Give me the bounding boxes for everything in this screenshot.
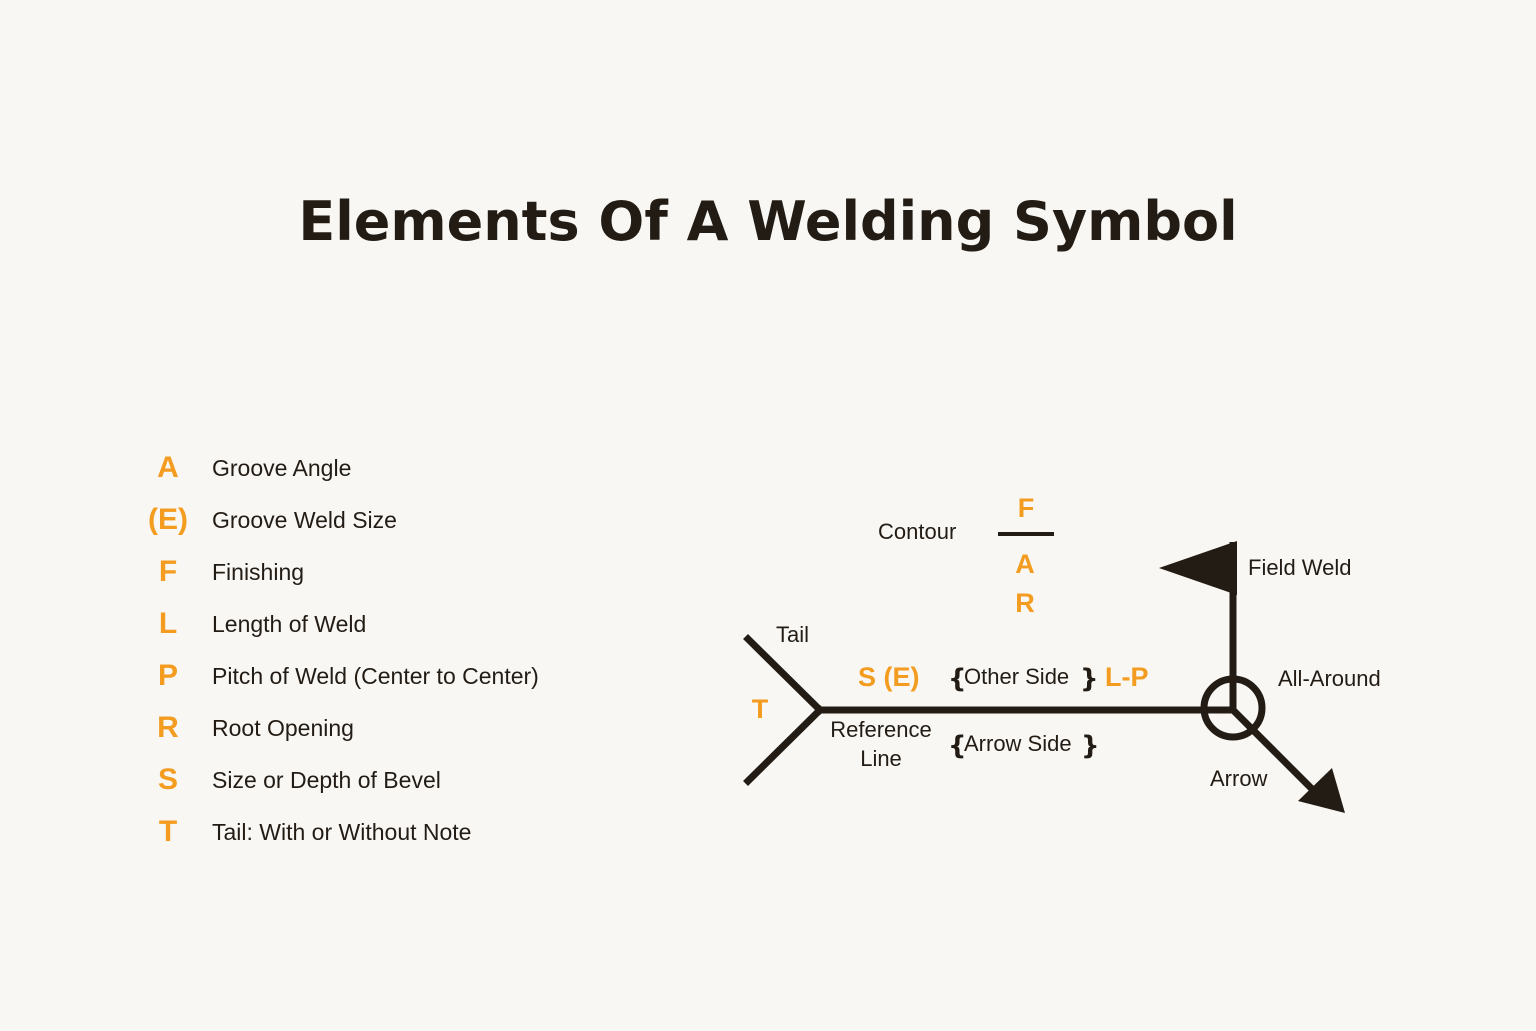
legend-key: (E) [148, 503, 188, 536]
legend-label: Length of Weld [212, 611, 367, 637]
brace-open-icon: { [948, 664, 967, 694]
legend-label: Pitch of Weld (Center to Center) [212, 663, 539, 689]
legend-item: F Finishing [130, 548, 610, 600]
legend-label: Root Opening [212, 715, 354, 741]
legend-key: P [157, 659, 178, 692]
all-around-circle-icon [1200, 675, 1266, 741]
tail-upper-line [743, 634, 825, 715]
tail-label: Tail [776, 622, 809, 647]
legend-key: F [158, 555, 178, 588]
all-around-label: All-Around [1278, 666, 1381, 691]
legend-key: A [157, 451, 179, 484]
arrow-label: Arrow [1210, 766, 1268, 791]
other-side-label: Other Side [964, 664, 1069, 689]
legend-key: L [158, 607, 178, 640]
legend-label: Size or Depth of Bevel [212, 767, 441, 793]
legend-key: T [158, 815, 178, 848]
legend-item: T Tail: With or Without Note [130, 808, 610, 860]
legend-key: R [157, 711, 179, 744]
legend-item: R Root Opening [130, 704, 610, 756]
contour-label: Contour [878, 519, 956, 544]
legend-key: S [157, 763, 178, 796]
line-label: Line [860, 746, 902, 771]
legend-label: Groove Angle [212, 455, 352, 481]
legend-item: A Groove Angle [130, 444, 610, 496]
legend-item: (E) Groove Weld Size [130, 496, 610, 548]
legend-label: Finishing [212, 559, 305, 585]
finish-letter: F [1018, 493, 1035, 523]
brace-close-icon: } [1081, 731, 1100, 761]
tail-lower-line [743, 705, 825, 786]
brace-open-icon: { [948, 731, 967, 761]
arrow-side-label: Arrow Side [964, 731, 1072, 756]
arrow-line [1230, 707, 1318, 795]
size-letters: S (E) [858, 662, 920, 692]
page-title: Elements Of A Welding Symbol [298, 190, 1238, 253]
legend-label: Tail: With or Without Note [212, 819, 472, 845]
brace-close-icon: } [1080, 664, 1099, 694]
field-weld-flag-icon [1159, 541, 1237, 595]
groove-angle-letter: A [1015, 549, 1035, 579]
legend-item: S Size or Depth of Bevel [130, 756, 610, 808]
tail-letter: T [752, 694, 769, 724]
reference-label: Reference [830, 717, 932, 742]
arrowhead-icon [1298, 768, 1345, 813]
legend-item: P Pitch of Weld (Center to Center) [130, 652, 610, 704]
legend: A Groove Angle (E) Groove Weld Size F Fi… [130, 444, 610, 860]
legend-label: Groove Weld Size [212, 507, 397, 533]
length-pitch-letters: L-P [1105, 662, 1149, 692]
root-opening-letter: R [1015, 588, 1035, 618]
field-weld-label: Field Weld [1248, 555, 1352, 580]
legend-item: L Length of Weld [130, 600, 610, 652]
